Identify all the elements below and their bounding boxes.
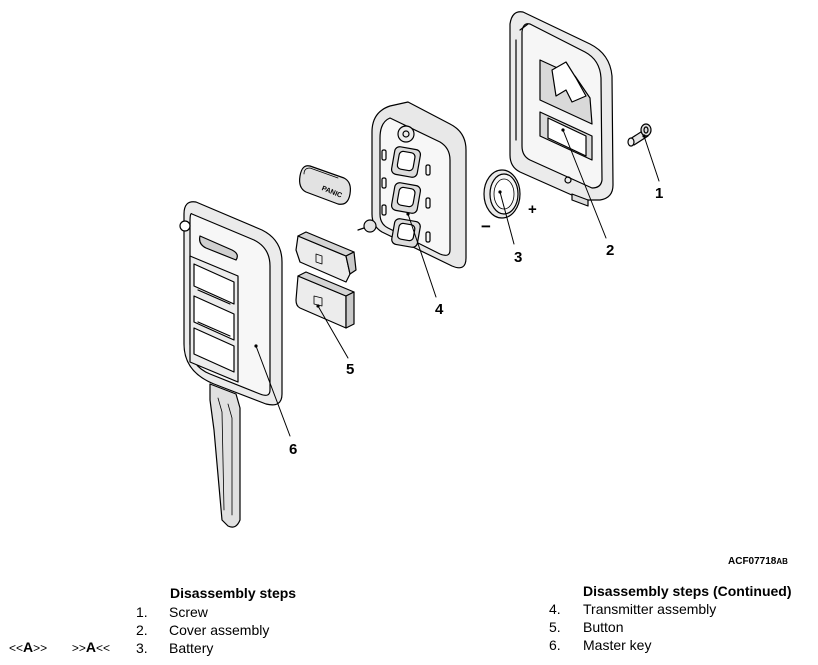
install-mark-close: << (95, 641, 110, 655)
button-panic (299, 165, 351, 205)
button-upper (295, 231, 357, 283)
steps-list-right: 4. Transmitter assembly 5. Button 6. Master… (549, 600, 789, 654)
service-marks: <<A>> >>A<< (9, 639, 110, 655)
step-number: 5. (549, 619, 561, 635)
battery (483, 169, 521, 219)
callout-4: 4 (435, 301, 444, 318)
callout-3: 3 (514, 249, 522, 266)
steps-list-left: 1. Screw 2. Cover assembly 3. Battery (136, 603, 336, 657)
step-number: 6. (549, 637, 561, 653)
leader-lines (255, 129, 660, 437)
cover-assembly (509, 11, 614, 207)
step-name: Transmitter assembly (583, 601, 717, 617)
installation-mark: >>A<< (71, 639, 110, 655)
list-item: 5. Button (549, 618, 789, 636)
removal-mark: <<A>> (9, 639, 48, 655)
steps-heading-right: Disassembly steps (Continued) (583, 583, 792, 599)
battery-negative-mark: − (481, 217, 491, 236)
removal-mark-letter: A (23, 639, 34, 655)
list-item: 6. Master key (549, 636, 789, 654)
step-number: 2. (136, 622, 148, 638)
install-mark-open: >> (71, 641, 86, 655)
battery-positive-mark: + (528, 201, 537, 218)
step-name: Screw (169, 604, 208, 620)
figure-id-suffix: AB (776, 557, 788, 566)
list-item: 4. Transmitter assembly (549, 600, 789, 618)
list-item: 2. Cover assembly (136, 621, 336, 639)
screw (627, 123, 652, 147)
removal-mark-close: >> (33, 641, 48, 655)
list-item: 1. Screw (136, 603, 336, 621)
removal-mark-open: << (9, 641, 24, 655)
transmitter-assembly (357, 101, 467, 269)
install-mark-letter: A (85, 639, 96, 655)
callout-5: 5 (346, 361, 354, 378)
step-number: 4. (549, 601, 561, 617)
callout-2: 2 (606, 242, 614, 259)
steps-heading-left: Disassembly steps (170, 585, 297, 601)
figure-id-main: ACF07718 (728, 556, 777, 567)
step-name: Master key (583, 637, 652, 653)
list-item: 3. Battery (136, 639, 336, 657)
figure-id: ACF07718AB (728, 556, 788, 567)
step-number: 1. (136, 604, 148, 620)
step-name: Button (583, 619, 624, 635)
step-name: Cover assembly (169, 622, 270, 638)
master-key (179, 201, 283, 528)
callout-6: 6 (289, 441, 297, 458)
step-name: Battery (169, 640, 214, 656)
button-lower (295, 271, 355, 329)
callout-1: 1 (655, 185, 663, 202)
step-number: 3. (136, 640, 148, 656)
exploded-view-diagram: PANIC − + 1 2 3 4 5 6 (179, 11, 663, 528)
